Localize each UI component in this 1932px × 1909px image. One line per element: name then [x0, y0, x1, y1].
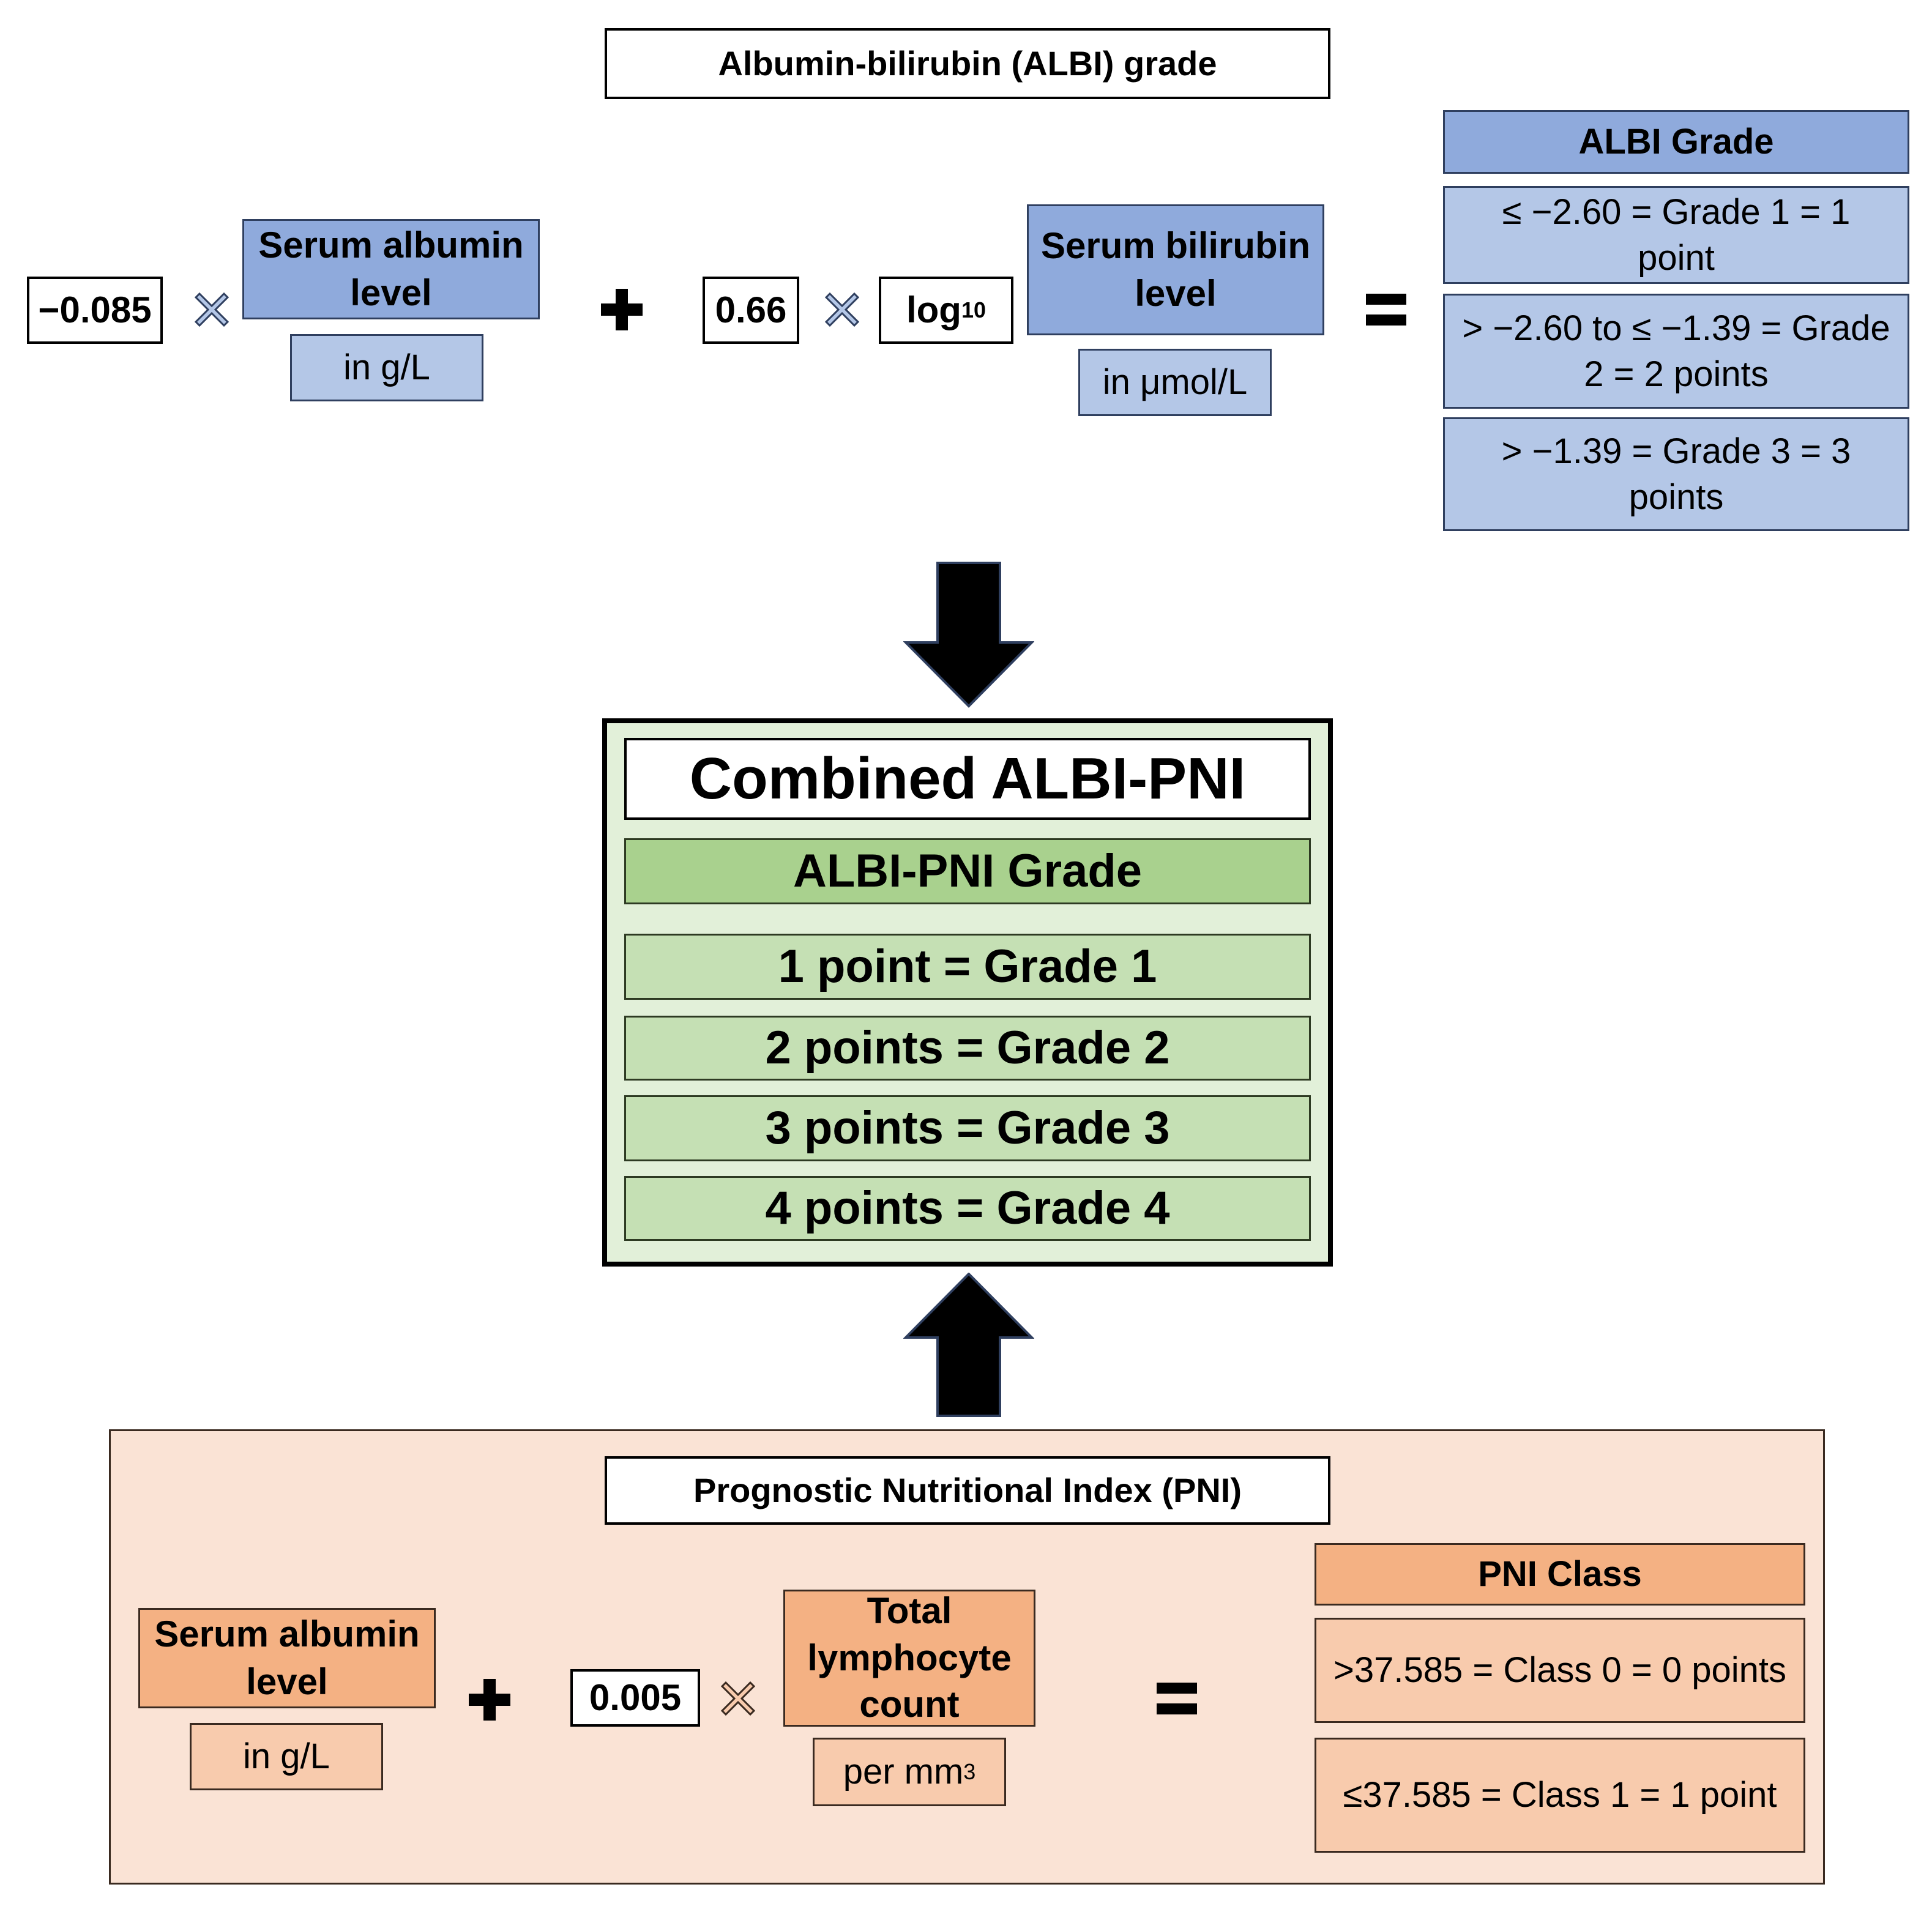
plus-icon — [469, 1679, 510, 1721]
pni-class-1: ≤37.585 = Class 1 = 1 point — [1315, 1738, 1805, 1853]
lymph-unit-sup: 3 — [963, 1758, 976, 1784]
albi-coefficient-2: 0.66 — [703, 277, 799, 344]
pni-albumin-unit: in g/L — [190, 1723, 383, 1790]
multiply-icon — [720, 1681, 756, 1716]
combined-row-4: 4 points = Grade 4 — [624, 1176, 1311, 1241]
albi-serum-albumin-label: Serum albumin level — [242, 219, 540, 319]
pni-coefficient: 0.005 — [570, 1669, 700, 1727]
multiply-icon — [194, 292, 229, 327]
albi-title: Albumin-bilirubin (ALBI) grade — [605, 28, 1330, 99]
albi-bilirubin-unit: in μmol/L — [1078, 349, 1272, 416]
combined-row-2: 2 points = Grade 2 — [624, 1016, 1311, 1081]
log-base: log — [906, 289, 961, 330]
albi-grade-2: > −2.60 to ≤ −1.39 = Grade 2 = 2 points — [1443, 294, 1909, 409]
albi-albumin-unit: in g/L — [290, 334, 483, 401]
multiply-icon — [824, 292, 860, 327]
plus-icon — [601, 289, 643, 330]
albi-serum-bilirubin-label: Serum bilirubin level — [1027, 204, 1324, 335]
up-arrow-icon — [903, 1273, 1034, 1417]
combined-grade-header: ALBI-PNI Grade — [624, 838, 1311, 904]
combined-title: Combined ALBI-PNI — [624, 738, 1311, 820]
log-subscript: 10 — [961, 297, 987, 322]
pni-class-0: >37.585 = Class 0 = 0 points — [1315, 1618, 1805, 1723]
pni-class-header: PNI Class — [1315, 1543, 1805, 1606]
lymph-unit-base: per mm — [843, 1752, 964, 1792]
albi-grade-3: > −1.39 = Grade 3 = 3 points — [1443, 417, 1909, 531]
pni-serum-albumin-label: Serum albumin level — [138, 1608, 436, 1708]
equals-icon — [1157, 1683, 1197, 1714]
combined-row-3: 3 points = Grade 3 — [624, 1095, 1311, 1161]
equals-icon — [1366, 294, 1406, 326]
albi-coefficient-1: −0.085 — [27, 277, 163, 344]
pni-title: Prognostic Nutritional Index (PNI) — [605, 1456, 1330, 1525]
albi-grade-header: ALBI Grade — [1443, 110, 1909, 174]
combined-row-1: 1 point = Grade 1 — [624, 934, 1311, 1000]
down-arrow-icon — [903, 562, 1034, 708]
pni-lymphocyte-label: Total lymphocyte count — [783, 1590, 1035, 1727]
albi-grade-1: ≤ −2.60 = Grade 1 = 1 point — [1443, 186, 1909, 284]
